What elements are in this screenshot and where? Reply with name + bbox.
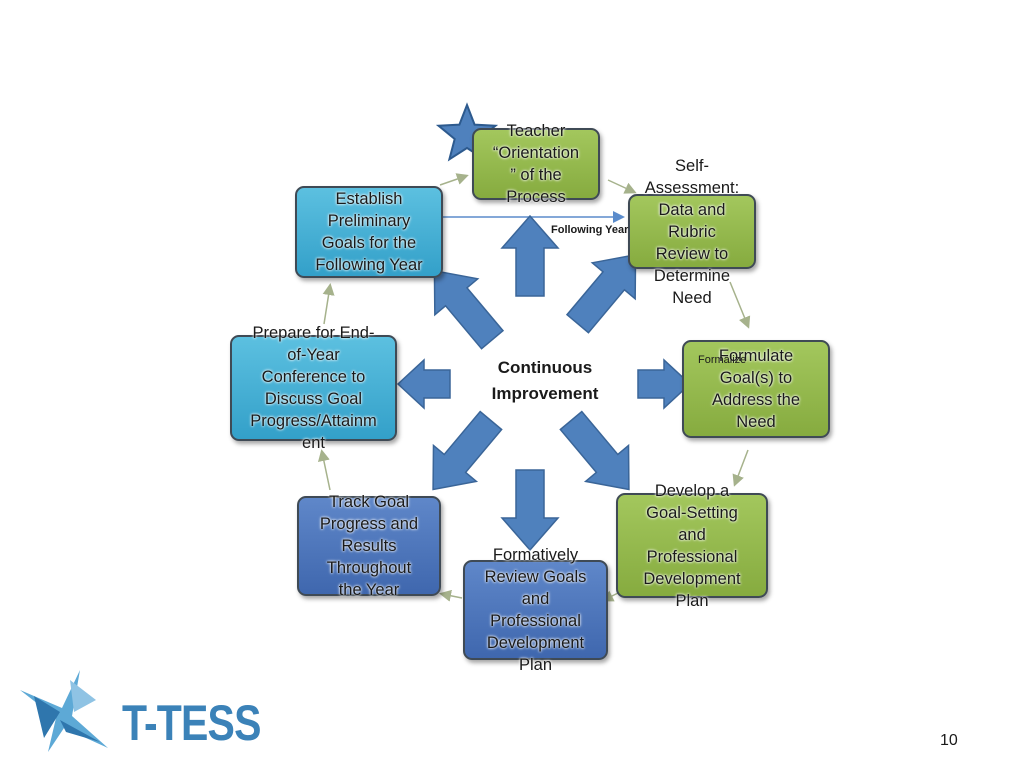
arrow-down-left [432, 410, 503, 491]
node-track-progress: Track Goal Progress and Results Througho… [297, 493, 441, 599]
node-preliminary-goals: Establish Preliminary Goals for the Foll… [295, 186, 443, 278]
node-develop-plan: Develop a Goal-Setting and Professional … [616, 482, 768, 610]
node-text: Formulate Goal(s) to Address the Need [711, 347, 801, 431]
node-eoy-conference: Prepare for End- of-Year Conference to D… [230, 324, 397, 452]
radial-arrows [396, 214, 692, 552]
page-number: 10 [940, 732, 958, 749]
star-icon [435, 102, 499, 162]
arrow-left [396, 358, 451, 410]
following-year-label: Following Year [551, 224, 629, 236]
node-self-assessment: Self- Assessment: Data and Rubric Review… [628, 157, 756, 307]
arrow-down [500, 469, 560, 552]
node-text: Formatively Review Goals and Professiona… [484, 546, 587, 674]
node-formulate-goals: Formulate Goal(s) to Address the Need [682, 340, 830, 438]
arrow-down-right [559, 410, 630, 491]
node-text: Teacher “Orientation ” of the Process [492, 122, 580, 206]
logo-wordmark: T-TESS [122, 695, 261, 751]
node-formative-review: Formatively Review Goals and Professiona… [463, 546, 608, 674]
node-text: Establish Preliminary Goals for the Foll… [315, 190, 423, 274]
node-teacher-orientation: Teacher “Orientation ” of the Process [472, 122, 600, 206]
cycle-connectors [317, 173, 751, 602]
formalize-label: Formalize [698, 354, 747, 366]
center-label: Continuous Improvement [491, 358, 599, 403]
arrow-right [637, 358, 692, 410]
node-text: Self- Assessment: Data and Rubric Review… [644, 156, 740, 307]
node-text: Track Goal Progress and Results Througho… [319, 493, 419, 599]
arrow-up [500, 214, 560, 297]
t-tess-logo-icon [20, 670, 108, 752]
node-text: Develop a Goal-Setting and Professional … [643, 481, 741, 610]
node-text: Prepare for End- of-Year Conference to D… [250, 324, 377, 452]
